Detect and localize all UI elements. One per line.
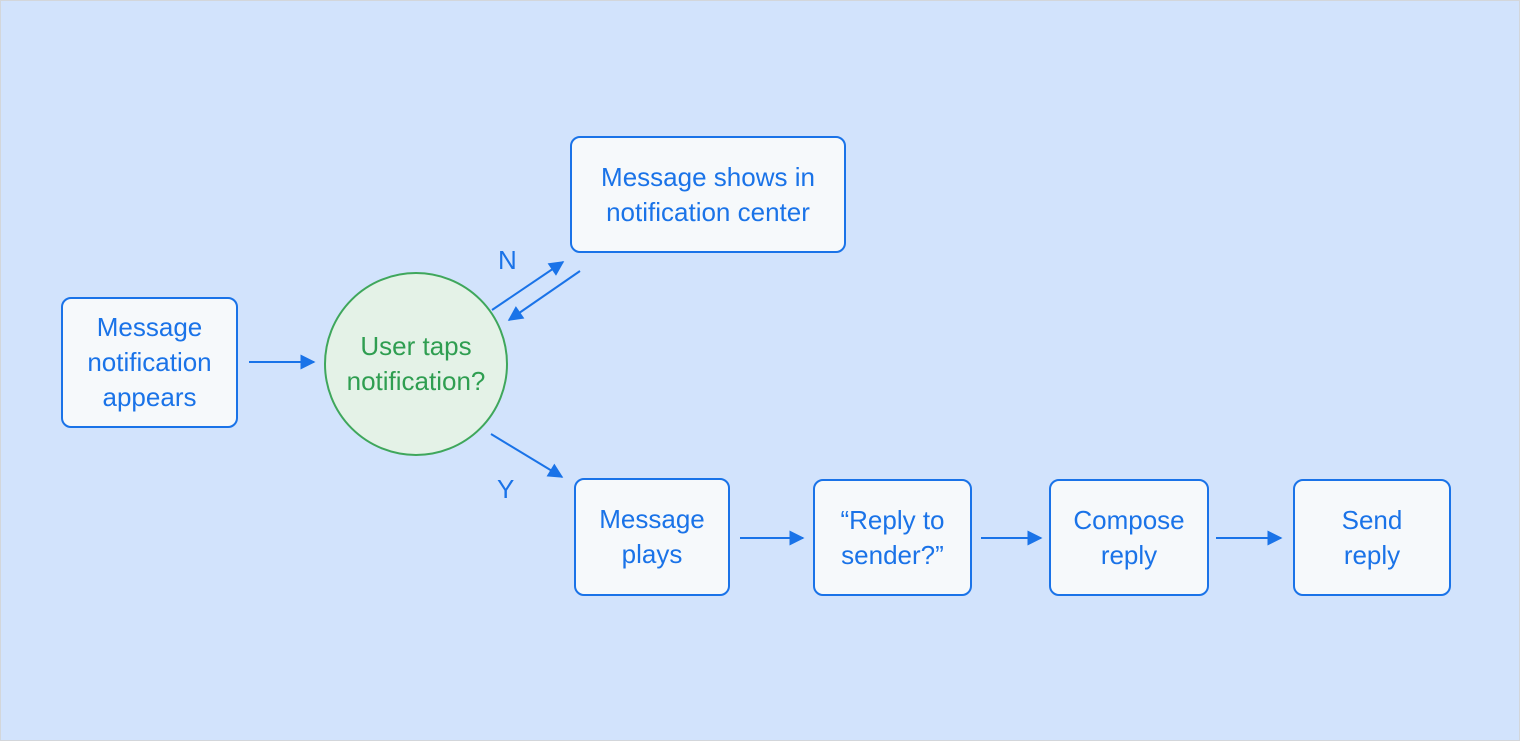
arrow-notification-center-to-decision [507, 270, 581, 321]
node-message-plays: Message plays [574, 478, 730, 596]
node-label: User taps notification? [346, 331, 486, 396]
node-label: Message notification appears [87, 312, 212, 412]
edge-label-no: N [498, 245, 517, 275]
node-compose-reply: Compose reply [1049, 479, 1209, 596]
node-decision: User taps notification? [324, 272, 508, 456]
node-notification-center: Message shows in notification center [570, 136, 846, 253]
node-reply-to-sender: “Reply to sender?” [813, 479, 972, 596]
node-label: Message plays [599, 504, 705, 569]
node-send-reply: Send reply [1293, 479, 1451, 596]
edge-label-yes: Y [497, 474, 515, 504]
node-start: Message notification appears [61, 297, 238, 428]
node-label: Compose reply [1073, 504, 1185, 570]
node-label: Send reply [1341, 504, 1403, 570]
node-label: “Reply to sender?” [840, 504, 945, 570]
arrow-decision-to-message-plays [490, 433, 564, 478]
node-label: Message shows in notification center [601, 161, 815, 227]
